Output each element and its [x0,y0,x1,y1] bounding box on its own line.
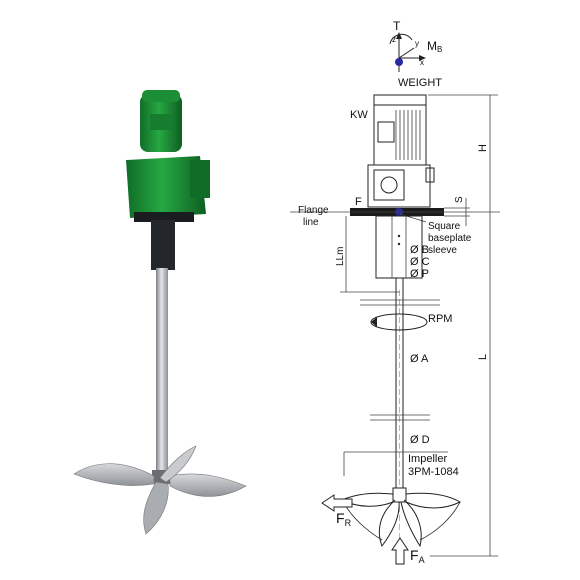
agitator-photo [73,90,247,535]
impeller-blade-right [169,473,247,497]
moment-label: MB [427,39,442,54]
llm-label: LLm [335,247,346,266]
impeller-label-1: Impeller [408,453,447,465]
axial-force-arrow [391,537,409,565]
weight-label: WEIGHT [398,77,442,89]
diameter-a-label: Ø A [410,353,429,365]
axis-z-label: z [392,35,396,44]
baseplate-label-3: sleeve [428,245,457,256]
shaft-sleeve [151,220,175,270]
length-label: L [477,354,489,360]
motor-power-label: KW [350,109,368,121]
motor-fan-cap [142,90,180,102]
weight-point-marker [395,58,403,66]
height-label: H [477,144,489,152]
radial-force-arrow [321,494,353,512]
diameter-c-label: Ø C [410,256,430,268]
terminal-box [150,114,172,130]
rpm-label: RPM [428,313,452,325]
diameter-p-label: Ø P [410,268,429,280]
impeller-blade-back [159,445,197,483]
gearbox-housing [126,156,206,218]
impeller-outline [340,487,462,548]
impeller-label-2: 3PM-1084 [408,466,459,478]
thrust-label: T [393,19,401,33]
agitator-shaft [156,268,168,476]
axis-x-label: x [420,58,424,67]
coordinate-axes [389,32,426,72]
flange-line-label-1: Flange [298,205,329,216]
flange-label: F [355,196,362,208]
axis-y-label: y [415,39,419,48]
technical-drawing: T z y x MB WEIGHT KW [290,19,500,565]
baseplate-label-2: baseplate [428,233,472,244]
motor-outline [373,94,427,166]
axial-force-label: FA [410,547,425,565]
impeller-blade-left [73,463,155,486]
diameter-d-label: Ø D [410,434,430,446]
rpm-rotation-arrow [360,299,440,331]
mounting-flange [134,212,194,222]
radial-force-label: FR [336,510,352,528]
diameter-b-label: Ø B [410,244,429,256]
flange-line-label-2: line [303,217,319,228]
gearbox-outline [367,164,435,208]
gearbox-side [190,160,210,198]
lantern-outline [375,215,423,279]
impeller-blade-front [143,481,169,535]
baseplate-label-1: Square [428,221,461,232]
s-dimension-label: S [454,196,465,203]
